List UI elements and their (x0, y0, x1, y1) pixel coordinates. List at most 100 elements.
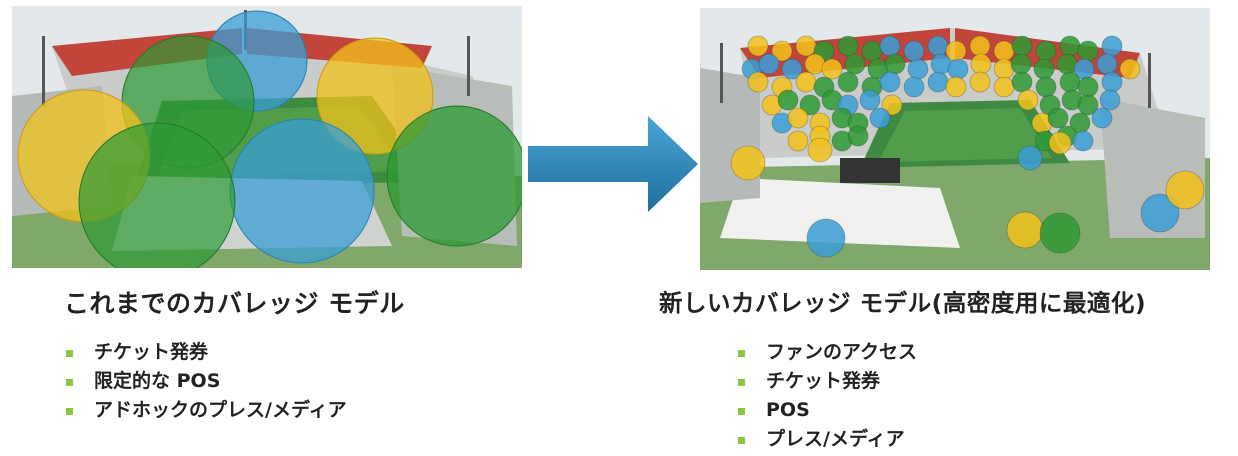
coverage-circle (879, 71, 901, 93)
coverage-circle (837, 71, 859, 93)
list-item: ファンのアクセス (736, 338, 917, 367)
coverage-circle (945, 76, 967, 98)
coverage-circle (884, 53, 906, 75)
coverage-circle (927, 71, 949, 93)
bullet-icon (738, 350, 745, 357)
coverage-circle (781, 58, 803, 80)
list-item: 限定的な POS (64, 367, 347, 396)
coverage-circle (771, 40, 793, 62)
transition-arrow (528, 116, 698, 212)
coverage-circle (1096, 53, 1118, 75)
list-item-label: チケット発券 (766, 370, 881, 392)
coverage-circle (1048, 131, 1072, 155)
list-item-label: POS (766, 399, 810, 421)
coverage-circle (730, 145, 766, 181)
legacy-coverage-circles (17, 10, 522, 268)
bullet-icon (66, 379, 73, 386)
high-density-coverage-circles (730, 35, 1205, 258)
coverage-circle (969, 35, 991, 57)
bullet-icon (738, 437, 745, 444)
coverage-circle (795, 35, 817, 57)
coverage-circle (1077, 76, 1099, 98)
coverage-circle (795, 71, 817, 93)
coverage-circle (316, 37, 434, 155)
list-item-label: チケット発券 (94, 341, 209, 363)
coverage-circle (1010, 53, 1032, 75)
coverage-circle (947, 58, 969, 80)
coverage-circle (993, 40, 1015, 62)
coverage-circle (869, 107, 891, 129)
high-density-coverage-heading: 新しいカバレッジ モデル(高密度用に最適化) (659, 289, 1147, 317)
coverage-circle (806, 218, 846, 258)
coverage-circle (1011, 71, 1033, 93)
coverage-circle (969, 71, 991, 93)
high-density-stadium-illustration (700, 8, 1210, 270)
coverage-circle (1099, 89, 1121, 111)
coverage-circle (1059, 35, 1081, 57)
bullet-icon (738, 408, 745, 415)
list-item-label: 限定的な POS (94, 370, 221, 392)
bullet-icon (66, 408, 73, 415)
coverage-circle (879, 35, 901, 57)
coverage-circle (881, 94, 903, 116)
coverage-circle (229, 118, 375, 264)
list-item: チケット発券 (64, 338, 347, 367)
coverage-circle (1072, 130, 1094, 152)
coverage-circle (787, 107, 809, 129)
list-item: プレス/メディア (736, 425, 917, 454)
coverage-circle (927, 35, 949, 57)
coverage-circle (777, 89, 799, 111)
list-item-label: ファンのアクセス (766, 341, 918, 363)
coverage-circle (1140, 193, 1180, 233)
coverage-circle (859, 89, 881, 111)
coverage-circle (78, 122, 236, 268)
coverage-circle (1017, 145, 1043, 171)
legacy-coverage-list: チケット発券 限定的な POS アドホックのプレス/メディア (64, 338, 347, 425)
legacy-stadium-illustration (12, 6, 522, 268)
coverage-circle (1039, 212, 1081, 254)
coverage-circle (1077, 94, 1099, 116)
coverage-circle (970, 53, 992, 75)
coverage-circle (1017, 89, 1039, 111)
coverage-circle (903, 40, 925, 62)
high-density-coverage-list: ファンのアクセス チケット発券 POS プレス/メディア (736, 338, 917, 454)
list-item: POS (736, 396, 917, 425)
coverage-circle (1077, 40, 1099, 62)
coverage-circle (799, 94, 821, 116)
coverage-circle (907, 58, 929, 80)
coverage-circle (1006, 211, 1044, 249)
high-density-coverage-stadium-image (700, 8, 1210, 270)
bullet-icon (66, 350, 73, 357)
coverage-circle (386, 105, 522, 247)
coverage-circle (1011, 35, 1033, 57)
coverage-circle (837, 35, 859, 57)
coverage-circle (1035, 76, 1057, 98)
coverage-circle (1165, 170, 1205, 210)
coverage-circle (861, 40, 883, 62)
coverage-circle (787, 130, 809, 152)
coverage-circle (1101, 35, 1123, 57)
coverage-circle (1047, 107, 1069, 129)
coverage-circle (1059, 71, 1081, 93)
legacy-coverage-stadium-image (12, 6, 522, 268)
list-item-label: プレス/メディア (766, 428, 905, 450)
coverage-circle (747, 71, 769, 93)
coverage-circle (993, 76, 1015, 98)
coverage-circle (758, 53, 780, 75)
list-item: チケット発券 (736, 367, 917, 396)
coverage-circle (847, 125, 869, 147)
coverage-circle (844, 53, 866, 75)
legacy-coverage-heading: これまでのカバレッジ モデル (64, 289, 405, 318)
coverage-circle (1101, 71, 1123, 93)
coverage-circle (821, 58, 843, 80)
coverage-circle (1119, 58, 1141, 80)
coverage-circle (807, 137, 833, 163)
coverage-circle (1033, 58, 1055, 80)
coverage-circle (1035, 40, 1057, 62)
coverage-circle (903, 76, 925, 98)
coverage-circle (747, 35, 769, 57)
list-item-label: アドホックのプレス/メディア (94, 399, 347, 421)
list-item: アドホックのプレス/メディア (64, 396, 347, 425)
coverage-circle (1091, 107, 1113, 129)
